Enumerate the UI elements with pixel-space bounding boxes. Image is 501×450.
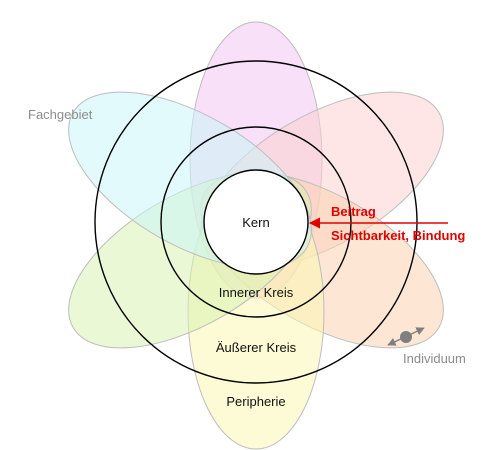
individual-marker bbox=[400, 331, 412, 343]
inner-circle-label: Innerer Kreis bbox=[219, 285, 294, 300]
outer-circle-label: Äußerer Kreis bbox=[216, 340, 297, 355]
contribution-label: Beitrag bbox=[331, 204, 376, 219]
individual-label: Individuum bbox=[403, 351, 466, 366]
visibility-binding-label: Sichtbarkeit, Bindung bbox=[331, 228, 465, 243]
outer-ring bbox=[94, 60, 418, 384]
inner-ring bbox=[160, 126, 352, 318]
core-label: Kern bbox=[242, 215, 269, 230]
periphery-label: Peripherie bbox=[226, 394, 285, 409]
core-circle bbox=[203, 169, 309, 275]
field-label: Fachgebiet bbox=[28, 107, 93, 122]
